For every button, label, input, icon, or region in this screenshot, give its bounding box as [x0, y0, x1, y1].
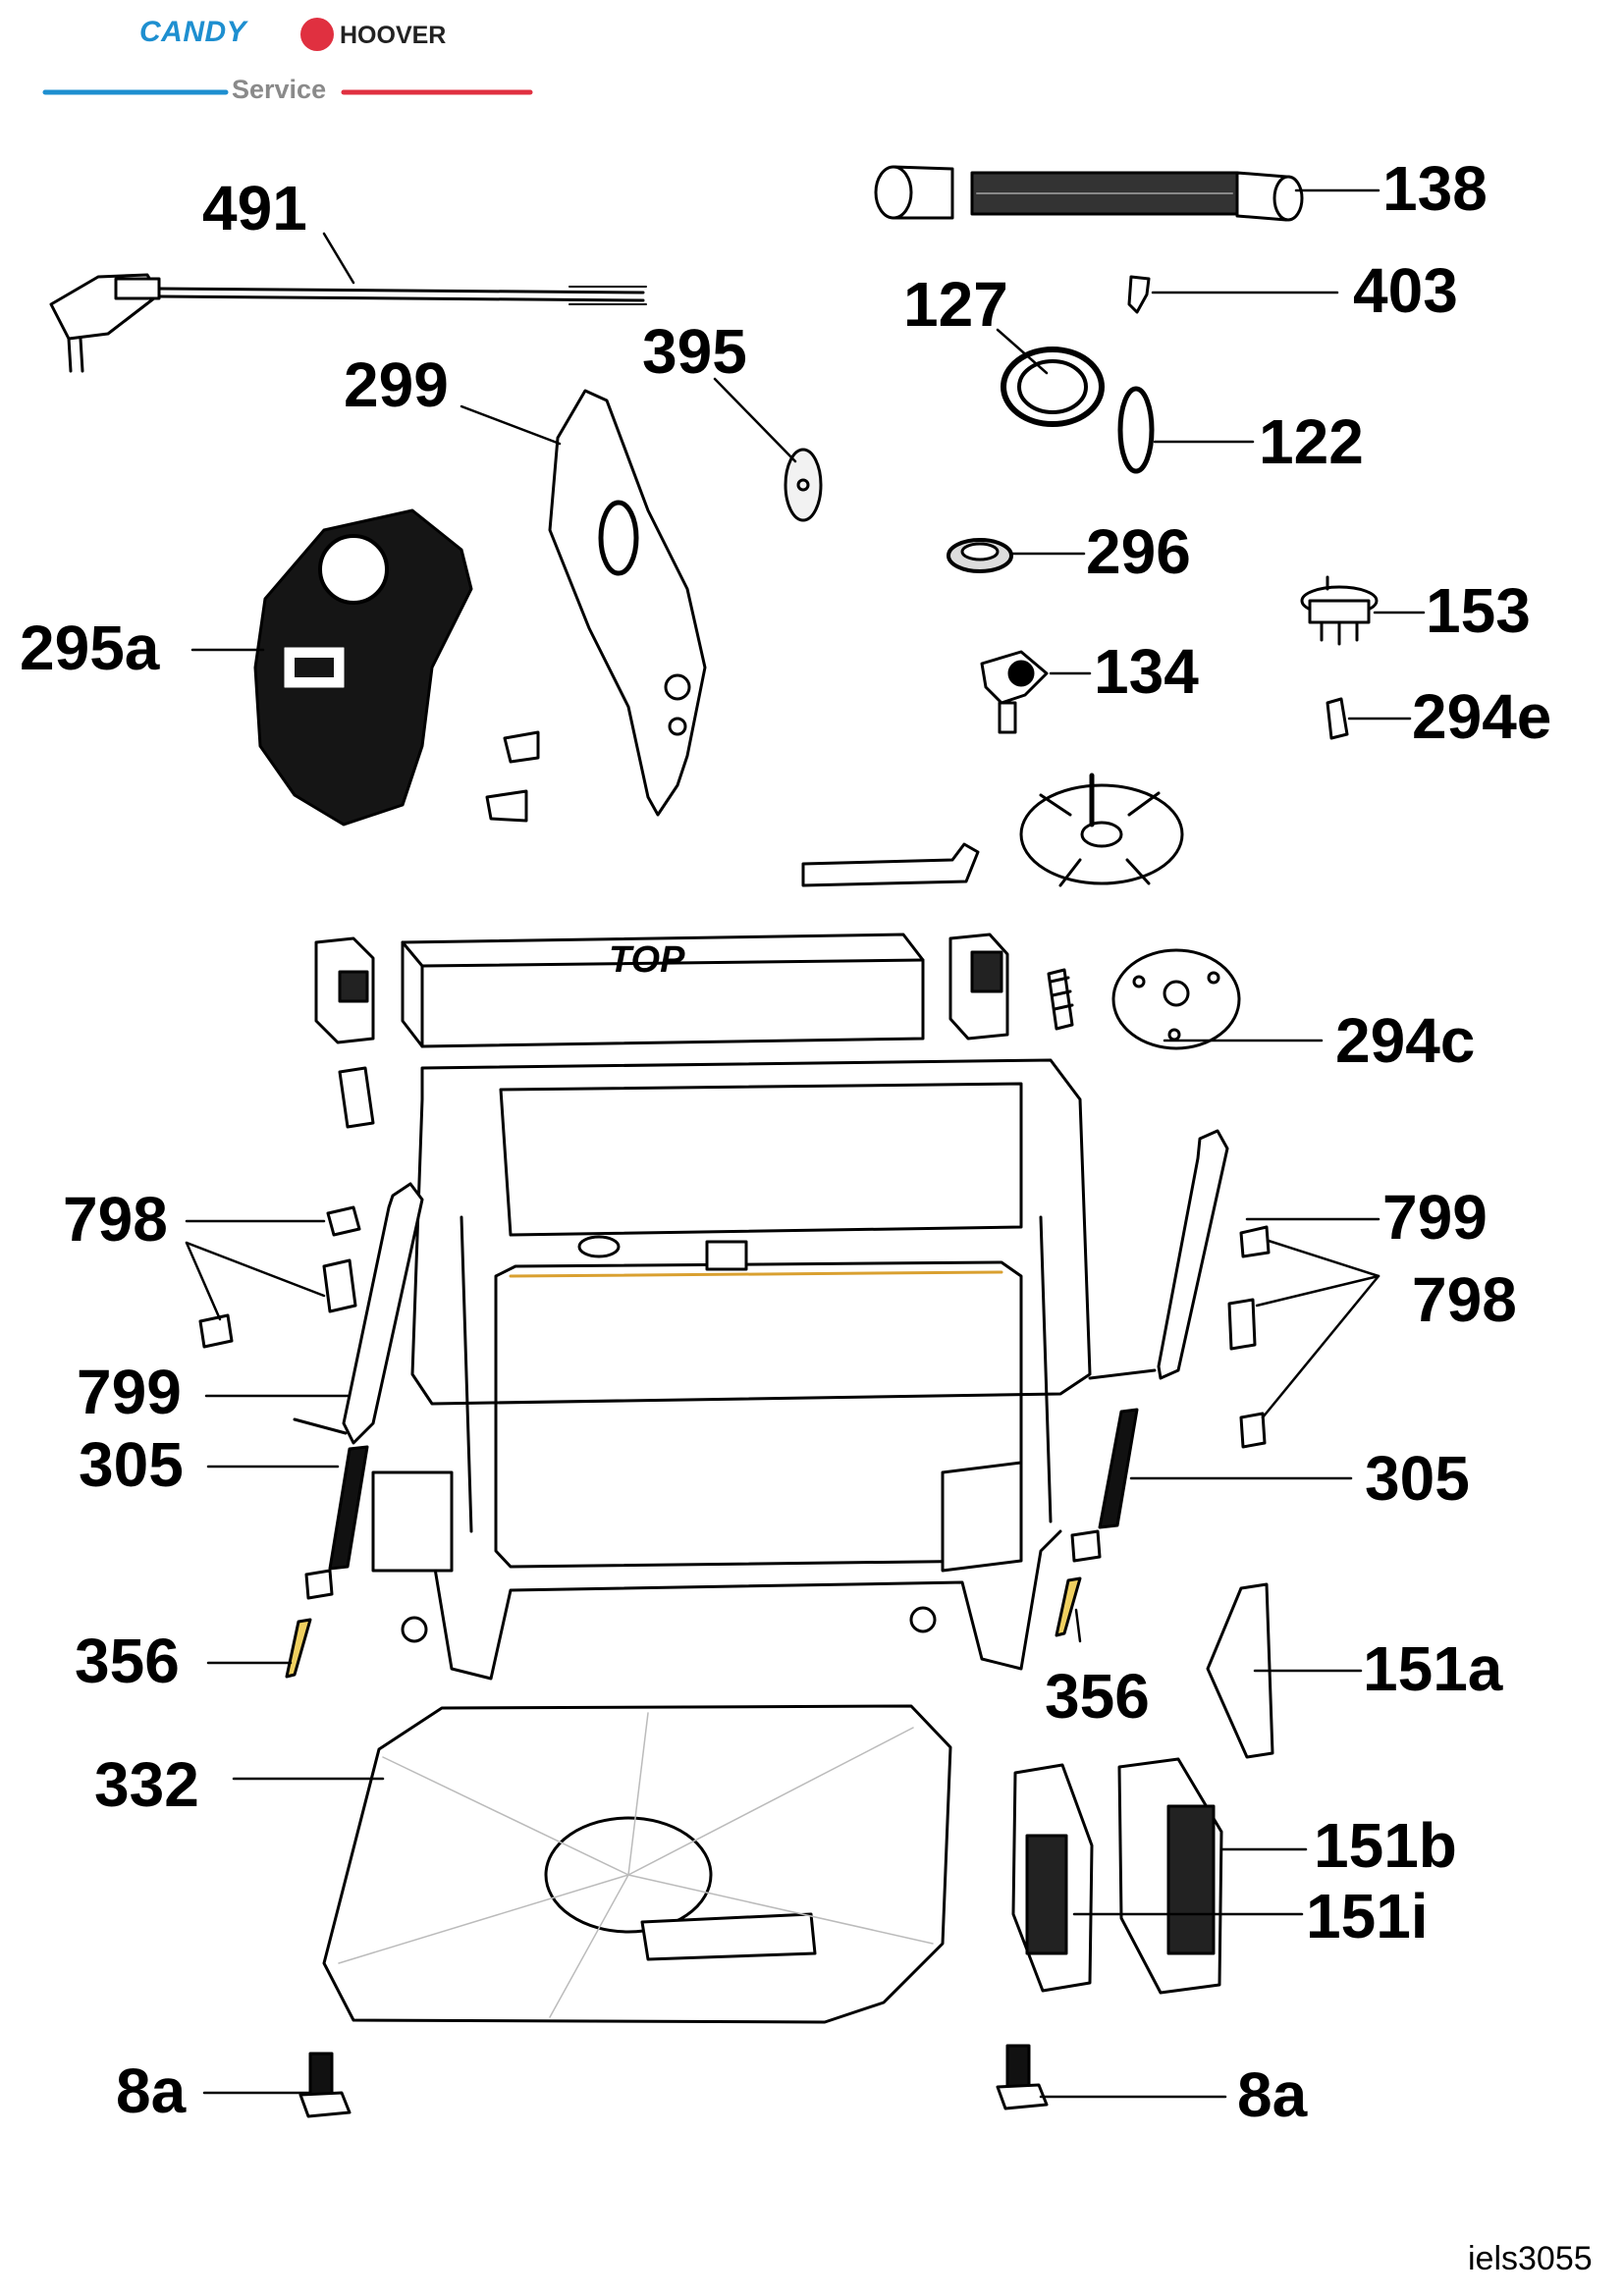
diagram-code: iels3055 [1468, 2240, 1593, 2277]
right-end-cap-part [948, 933, 1009, 1041]
candy-logo: CANDY [139, 16, 247, 48]
board-151i-part [1011, 1763, 1094, 1993]
spring-305-left-part [304, 1445, 369, 1600]
fan-part [1019, 773, 1184, 887]
spring-305-right-part [1070, 1408, 1139, 1563]
callout-151b: 151b [1314, 1810, 1457, 1881]
callout-356-left: 356 [75, 1626, 180, 1696]
callout-799-right: 799 [1382, 1182, 1488, 1253]
callout-296: 296 [1086, 516, 1191, 587]
arm-799-right-part [1088, 1129, 1229, 1380]
callout-294e: 294e [1412, 681, 1552, 752]
callout-138: 138 [1382, 153, 1488, 224]
callout-395: 395 [642, 316, 747, 387]
callout-305-right: 305 [1365, 1443, 1470, 1514]
top-marking: TOP [609, 939, 685, 981]
callout-798-left: 798 [63, 1184, 168, 1255]
leader-lines [185, 188, 1426, 2099]
left-end-cap-part [314, 936, 375, 1044]
part-294e [1326, 697, 1349, 740]
callout-403: 403 [1353, 255, 1458, 326]
callout-798-right: 798 [1412, 1264, 1517, 1335]
hose-part [874, 165, 1304, 222]
callout-134: 134 [1094, 636, 1199, 707]
foot-8a-left-part [298, 2052, 352, 2118]
clips-798-left-part [198, 1205, 361, 1349]
clips-under-panel [485, 730, 540, 823]
disc-395-part [784, 448, 823, 522]
drain-tube-part [801, 842, 980, 887]
panel-299-part [548, 389, 707, 817]
block-part [338, 1066, 375, 1129]
gasket-122-part [1117, 386, 1155, 474]
board-151b-part [1117, 1757, 1223, 1995]
sump-295a-part [253, 508, 473, 827]
callout-122: 122 [1259, 406, 1364, 477]
callout-332: 332 [94, 1749, 199, 1820]
hoover-logo: HOOVER [340, 22, 447, 49]
clip-403-part [1127, 275, 1151, 314]
top-beam-part [401, 933, 925, 1048]
power-cable-part [49, 273, 647, 373]
callout-299: 299 [344, 349, 449, 420]
foot-8a-right-part [996, 2044, 1049, 2110]
seal-296-part [947, 538, 1013, 573]
callout-8a-right: 8a [1237, 2059, 1308, 2130]
arm-799-left-part [293, 1182, 424, 1445]
ring-nut-127-part [1001, 347, 1105, 427]
screw-356-left-part [285, 1618, 312, 1679]
callout-295a: 295a [20, 613, 160, 683]
connector-strip-part [1047, 968, 1074, 1031]
valve-134-part [980, 650, 1049, 734]
pressure-switch-153-part [1300, 575, 1379, 646]
callout-305-left: 305 [79, 1429, 184, 1500]
callout-356-right: 356 [1045, 1661, 1150, 1732]
callout-151i: 151i [1306, 1881, 1429, 1951]
callout-151a: 151a [1363, 1633, 1503, 1704]
callout-127: 127 [903, 269, 1008, 340]
base-frame-part [371, 1058, 1092, 1681]
callout-294c: 294c [1335, 1005, 1476, 1076]
base-plate-332-part [322, 1704, 952, 2024]
clips-798-right-part [1227, 1225, 1271, 1449]
callout-799-left: 799 [77, 1357, 182, 1427]
screw-356-right-part [1055, 1576, 1082, 1637]
hoover-logo-icon [300, 18, 334, 51]
service-label: Service [232, 75, 327, 104]
callout-491: 491 [202, 173, 307, 243]
disc-294c-part [1111, 948, 1241, 1050]
panel-151a-part [1206, 1582, 1274, 1759]
callout-8a-left: 8a [116, 2056, 187, 2126]
callout-153: 153 [1426, 575, 1531, 646]
